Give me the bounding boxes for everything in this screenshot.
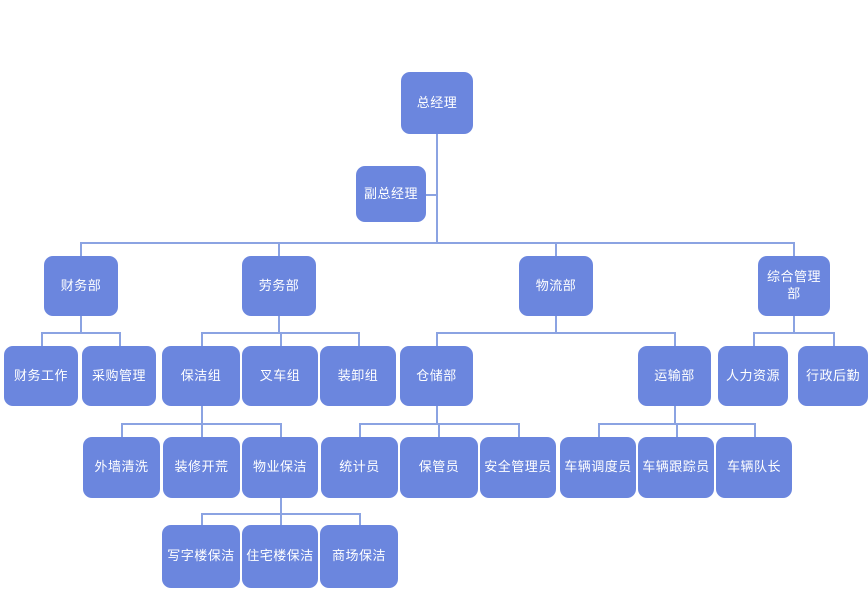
org-node-logistics-sup[interactable]: 行政后勤 xyxy=(798,346,868,406)
org-node-label: 总经理 xyxy=(416,95,458,111)
org-node-label: 物流部 xyxy=(535,278,577,294)
org-node-label: 仓储部 xyxy=(416,368,457,384)
org-node-label: 保管员 xyxy=(418,460,460,475)
connector-adm-stem xyxy=(793,316,795,332)
org-node-safety[interactable]: 安全管理员 xyxy=(480,437,556,498)
connector-log-stem xyxy=(555,316,557,332)
org-node-label: 装修开荒 xyxy=(174,460,229,475)
connector-dept-drop-lab xyxy=(278,242,280,256)
connector-tr-c2 xyxy=(676,423,678,437)
org-node-admin[interactable]: 综合管理部 xyxy=(758,256,830,316)
org-node-label: 商场保洁 xyxy=(331,549,386,564)
org-node-cleaning[interactable]: 保洁组 xyxy=(162,346,240,406)
connector-prop-c3 xyxy=(359,513,361,526)
org-node-loading[interactable]: 装卸组 xyxy=(320,346,396,406)
connector-dept-drop-log xyxy=(555,242,557,256)
org-node-label: 车辆队长 xyxy=(726,460,781,475)
connector-lab-c1 xyxy=(201,332,203,346)
org-node-label: 统计员 xyxy=(339,460,380,475)
connector-log-c1 xyxy=(436,332,438,346)
org-node-dgm[interactable]: 副总经理 xyxy=(356,166,426,222)
connector-wh-stem xyxy=(436,406,438,423)
org-node-label: 住宅楼保洁 xyxy=(246,549,314,564)
org-node-label: 人力资源 xyxy=(725,368,780,384)
org-node-mall-cln[interactable]: 商场保洁 xyxy=(320,525,398,588)
connector-wh-c2 xyxy=(438,423,440,437)
org-node-custodian[interactable]: 保管员 xyxy=(400,437,478,498)
connector-log-bus xyxy=(436,332,675,334)
org-node-label: 保洁组 xyxy=(180,368,222,384)
org-node-label: 外墙清洗 xyxy=(94,460,149,475)
org-node-statistician[interactable]: 统计员 xyxy=(321,437,398,498)
connector-lab-stem xyxy=(278,316,280,332)
org-node-hr[interactable]: 人力资源 xyxy=(718,346,788,406)
connector-fin-bus xyxy=(41,332,119,334)
org-node-warehouse[interactable]: 仓储部 xyxy=(400,346,473,406)
org-node-gm[interactable]: 总经理 xyxy=(401,72,473,134)
connector-lab-bus xyxy=(201,332,358,334)
connector-fin-stem xyxy=(80,316,82,332)
org-node-resid-cln[interactable]: 住宅楼保洁 xyxy=(242,525,318,588)
org-node-dispatcher[interactable]: 车辆调度员 xyxy=(560,437,636,498)
org-node-transport[interactable]: 运输部 xyxy=(638,346,711,406)
connector-fin-c1 xyxy=(41,332,43,346)
org-node-purchasing[interactable]: 采购管理 xyxy=(82,346,156,406)
connector-cln-c2 xyxy=(201,423,203,437)
org-node-label: 副总经理 xyxy=(363,186,418,202)
org-node-label: 叉车组 xyxy=(259,368,301,384)
org-node-label: 物业保洁 xyxy=(252,460,307,475)
connector-cln-bus xyxy=(121,423,280,425)
connector-tr-c3 xyxy=(754,423,756,437)
org-node-label: 综合管理部 xyxy=(766,270,821,302)
connector-dept-drop-adm xyxy=(793,242,795,256)
org-node-label: 采购管理 xyxy=(91,368,146,384)
org-node-tracker[interactable]: 车辆跟踪员 xyxy=(638,437,714,498)
org-node-finance[interactable]: 财务部 xyxy=(44,256,118,316)
connector-dgm-stub xyxy=(426,194,437,196)
org-node-forklift[interactable]: 叉车组 xyxy=(242,346,318,406)
connector-adm-c1 xyxy=(753,332,755,346)
org-node-label: 装卸组 xyxy=(337,368,379,384)
connector-cln-c1 xyxy=(121,423,123,437)
org-node-label: 财务工作 xyxy=(13,368,68,384)
connector-adm-bus xyxy=(753,332,833,334)
connector-wh-c1 xyxy=(359,423,361,437)
org-node-label: 行政后勤 xyxy=(805,368,860,384)
org-node-label: 财务部 xyxy=(60,278,102,294)
org-node-property[interactable]: 物业保洁 xyxy=(242,437,318,498)
org-node-label: 安全管理员 xyxy=(484,460,552,475)
connector-gm-spine xyxy=(436,134,438,242)
org-node-logistics[interactable]: 物流部 xyxy=(519,256,593,316)
org-node-fleet-lead[interactable]: 车辆队长 xyxy=(716,437,792,498)
connector-tr-c1 xyxy=(598,423,600,437)
connector-cln-stem xyxy=(201,406,203,423)
org-node-office-cln[interactable]: 写字楼保洁 xyxy=(162,525,240,588)
connector-dept-bus xyxy=(80,242,794,244)
org-node-label: 运输部 xyxy=(654,368,695,384)
org-node-label: 车辆跟踪员 xyxy=(642,460,710,475)
connector-lab-c3 xyxy=(358,332,360,346)
connector-adm-c2 xyxy=(833,332,835,346)
org-node-label: 写字楼保洁 xyxy=(167,549,235,564)
org-node-label: 车辆调度员 xyxy=(564,460,632,475)
connector-tr-stem xyxy=(674,406,676,423)
connector-prop-stem xyxy=(280,498,282,513)
connector-cln-c3 xyxy=(280,423,282,437)
connector-prop-c2 xyxy=(280,513,282,526)
connector-log-c2 xyxy=(674,332,676,346)
org-node-labor[interactable]: 劳务部 xyxy=(242,256,316,316)
connector-fin-c2 xyxy=(119,332,121,346)
org-node-label: 劳务部 xyxy=(258,278,300,294)
connector-dept-drop-fin xyxy=(80,242,82,256)
connector-wh-c3 xyxy=(518,423,520,437)
org-node-fin-work[interactable]: 财务工作 xyxy=(4,346,78,406)
connector-prop-c1 xyxy=(201,513,203,526)
connector-lab-c2 xyxy=(280,332,282,346)
org-node-facade[interactable]: 外墙清洗 xyxy=(83,437,160,498)
org-node-reno[interactable]: 装修开荒 xyxy=(163,437,240,498)
